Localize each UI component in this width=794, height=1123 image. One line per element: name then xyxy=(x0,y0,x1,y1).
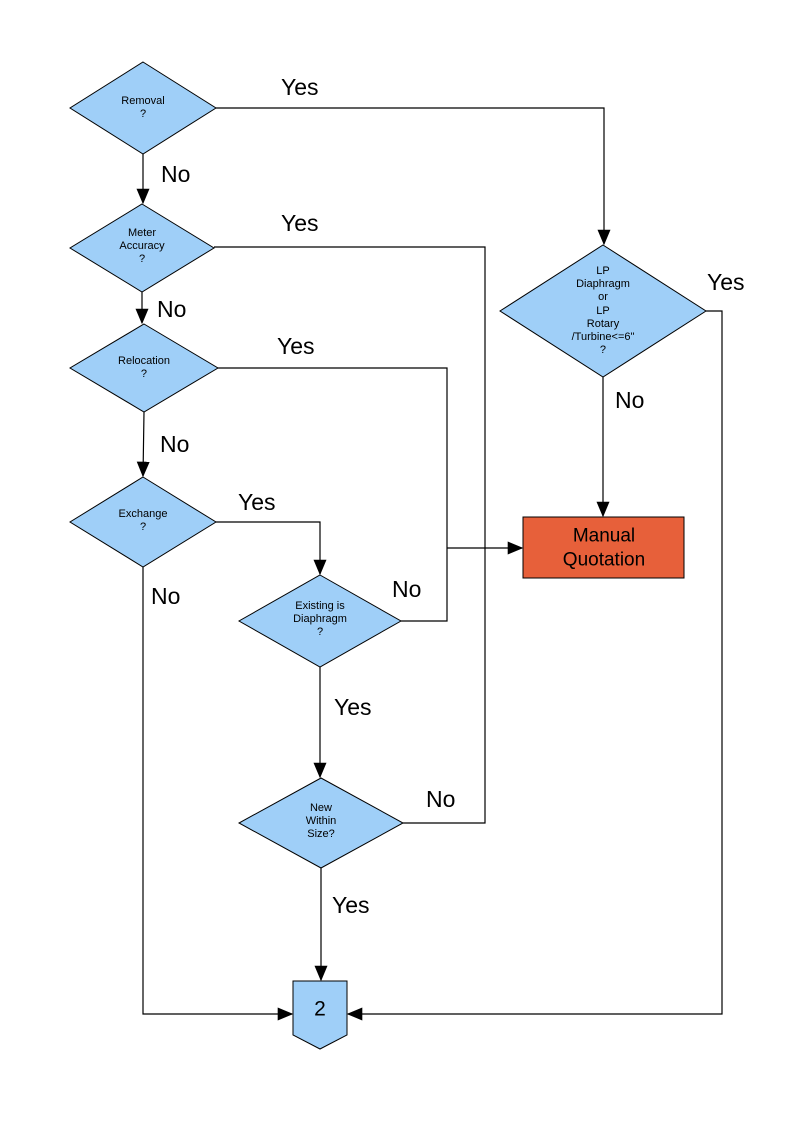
label-existing-diaphragm-no: No xyxy=(392,576,422,602)
edge-removal-yes xyxy=(216,107,611,246)
decision-meter-accuracy-label: Meter Accuracy ? xyxy=(119,227,165,266)
decision-meter-accuracy xyxy=(69,203,215,293)
label-new-within-size-yes: Yes xyxy=(332,892,370,918)
label-exchange-no: No xyxy=(151,583,181,609)
decision-removal-label: Removal ? xyxy=(121,94,165,120)
decision-existing-is-diaphragm xyxy=(237,574,403,668)
process-manual-quotation xyxy=(522,516,685,579)
process-manual-quotation-label: Manual Quotation xyxy=(562,525,646,570)
label-removal-no: No xyxy=(161,161,191,187)
label-lp-no: No xyxy=(615,387,645,413)
label-relocation-yes: Yes xyxy=(277,333,315,359)
offpage-connector-2-label: 2 xyxy=(314,997,326,1021)
decision-new-within-size-label: New Within Size? xyxy=(305,802,337,841)
decision-lp-diaphragm-rotary-turbine xyxy=(499,244,707,378)
label-lp-yes: Yes xyxy=(707,269,745,295)
label-relocation-no: No xyxy=(160,431,190,457)
label-new-within-size-no: No xyxy=(426,786,456,812)
label-exchange-yes: Yes xyxy=(238,489,276,515)
decision-exchange xyxy=(69,476,217,568)
edge-relocation-yes-and-existing-diaphragm-no xyxy=(218,367,448,622)
decision-new-within-size xyxy=(237,777,405,869)
label-removal-yes: Yes xyxy=(281,74,319,100)
label-meter-accuracy-no: No xyxy=(157,296,187,322)
edge-exchange-yes xyxy=(216,521,327,576)
edge-lp-yes xyxy=(346,310,723,1021)
decision-existing-is-diaphragm-label: Existing is Diaphragm ? xyxy=(293,600,347,639)
edge-exchange-no xyxy=(142,567,294,1021)
decision-lp-label: LP Diaphragm or LP Rotary /Turbine<=6" ? xyxy=(571,264,635,356)
edge-meter-accuracy-yes-and-new-within-size-no xyxy=(214,246,486,824)
edge-relocation-no xyxy=(136,411,150,478)
decision-exchange-label: Exchange ? xyxy=(118,507,168,533)
decision-relocation-label: Relocation ? xyxy=(118,354,170,380)
offpage-connector-2 xyxy=(292,980,348,1050)
decision-relocation xyxy=(69,323,219,413)
decision-removal xyxy=(69,61,217,155)
label-meter-accuracy-yes: Yes xyxy=(281,210,319,236)
label-existing-diaphragm-yes: Yes xyxy=(334,694,372,720)
